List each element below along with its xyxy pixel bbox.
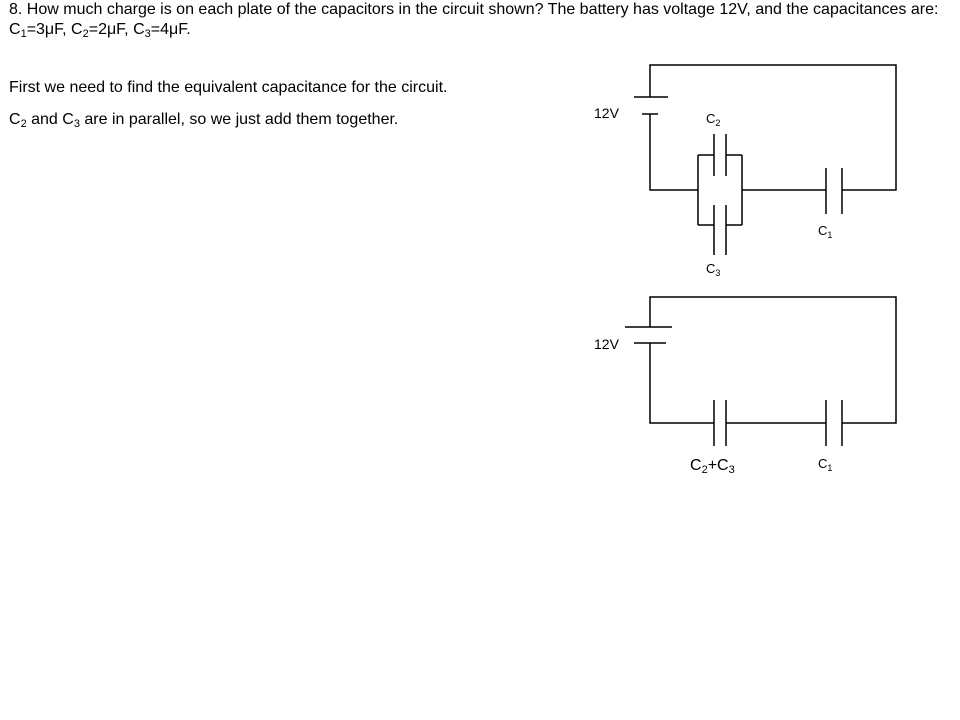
combined-plus-c3: +C	[708, 457, 729, 474]
c3-value: =4μF.	[150, 21, 191, 38]
top-battery-label: 12V	[594, 105, 620, 121]
bottom-circuit-wire	[649, 296, 897, 424]
problem-text-line: How much charge is on each plate of the …	[9, 1, 939, 38]
bottom-battery-label: 12V	[594, 336, 620, 352]
step-two-mid: and C	[26, 111, 74, 128]
step-one-text: First we need to find the equivalent cap…	[9, 79, 448, 96]
parallel-branch-wire	[697, 154, 743, 226]
combined-c3-sub: 3	[729, 464, 735, 476]
problem-number: 8.	[9, 1, 23, 18]
c2-subscript: 2	[82, 28, 89, 40]
step-two-text: C2 and C3 are in parallel, so we just ad…	[9, 110, 398, 130]
bottom-circuit: 12V C2+C3 C1	[594, 296, 897, 476]
top-c2-letter: C	[706, 111, 715, 126]
top-c1-letter: C	[818, 223, 827, 238]
top-c3-sub: 3	[715, 268, 720, 278]
combined-c2-sub: 2	[702, 464, 708, 476]
top-c2-label: C2	[706, 111, 720, 128]
top-circuit: 12V C2 C3 C1	[594, 64, 897, 278]
step-two-pre: C	[9, 111, 21, 128]
combined-c2-letter: C	[690, 457, 702, 474]
step-two-post: are in parallel, so we just add them tog…	[79, 111, 399, 128]
bottom-c1-letter: C	[818, 456, 827, 471]
c2-value: =2μF, C	[88, 21, 145, 38]
top-c2-sub: 2	[715, 118, 720, 128]
bottom-c1-label: C1	[818, 456, 832, 473]
top-circuit-wire	[649, 64, 897, 191]
c3-subscript: 3	[144, 28, 151, 40]
top-c3-letter: C	[706, 261, 715, 276]
step-two-sub-a: 2	[20, 118, 27, 130]
top-c3-label: C3	[706, 261, 720, 278]
c1-value: =3μF, C	[26, 21, 83, 38]
top-c1-sub: 1	[827, 230, 832, 240]
c1-subscript: 1	[20, 28, 27, 40]
combined-capacitor-label: C2+C3	[690, 457, 735, 476]
top-c1-label: C1	[818, 223, 832, 240]
bottom-c1-sub: 1	[827, 463, 832, 473]
problem-statement: 8. How much charge is on each plate of t…	[9, 0, 954, 40]
step-two-sub-b: 3	[73, 118, 80, 130]
